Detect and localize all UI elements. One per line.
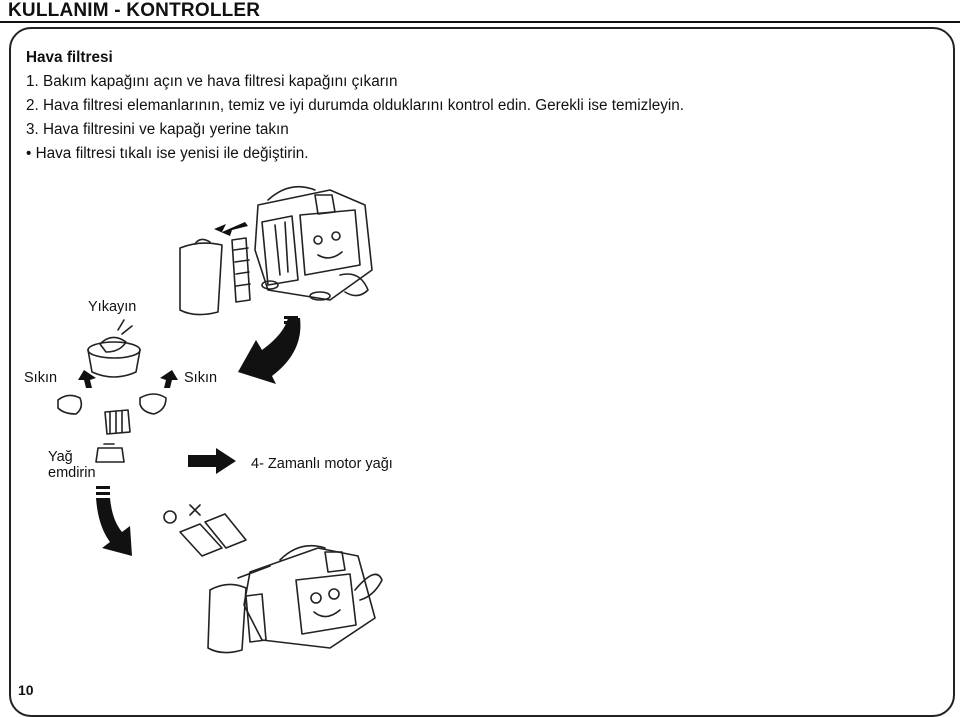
oil-type-label: 4- Zamanlı motor yağı <box>251 456 393 472</box>
oil-label-line2: emdirin <box>48 465 96 481</box>
bullet-note: • Hava filtresi tıkalı ise yenisi ile de… <box>26 145 309 162</box>
oil-flow-arrow-icon <box>188 448 236 474</box>
step-3: 3. Hava filtresini ve kapağı yerine takı… <box>26 121 289 138</box>
step-1: 1. Bakım kapağını açın ve hava filtresi … <box>26 73 398 90</box>
section-subtitle: Hava filtresi <box>26 49 113 66</box>
curved-arrow-right-icon <box>238 316 301 384</box>
page-number: 10 <box>18 682 34 698</box>
squeeze-label-left: Sıkın <box>24 370 58 386</box>
filter-cover-icon <box>179 238 223 316</box>
oil-label-line1: Yağ <box>48 449 73 465</box>
air-filter-illustration <box>57 185 383 654</box>
squeeze-arrows-icon <box>78 370 178 388</box>
squeeze-hands-icon <box>57 393 167 435</box>
instructions-block: Hava filtresi 1. Bakım kapağını açın ve … <box>26 46 684 166</box>
generator-bottom-icon <box>207 544 383 654</box>
squeeze-label-right: Sıkın <box>184 370 218 386</box>
oil-can-icon <box>95 443 125 463</box>
curved-arrow-down-icon <box>96 486 132 556</box>
filter-compare-icon <box>163 504 247 557</box>
wash-label: Yıkayın <box>88 299 137 315</box>
filter-element-icon <box>231 237 251 303</box>
remove-arrow-icon <box>214 222 248 236</box>
generator-top-icon <box>254 185 373 301</box>
wash-tub-icon <box>87 319 141 378</box>
step-2: 2. Hava filtresi elemanlarının, temiz ve… <box>26 97 685 114</box>
header-divider <box>0 21 960 23</box>
page-title: KULLANIM - KONTROLLER <box>8 0 261 21</box>
